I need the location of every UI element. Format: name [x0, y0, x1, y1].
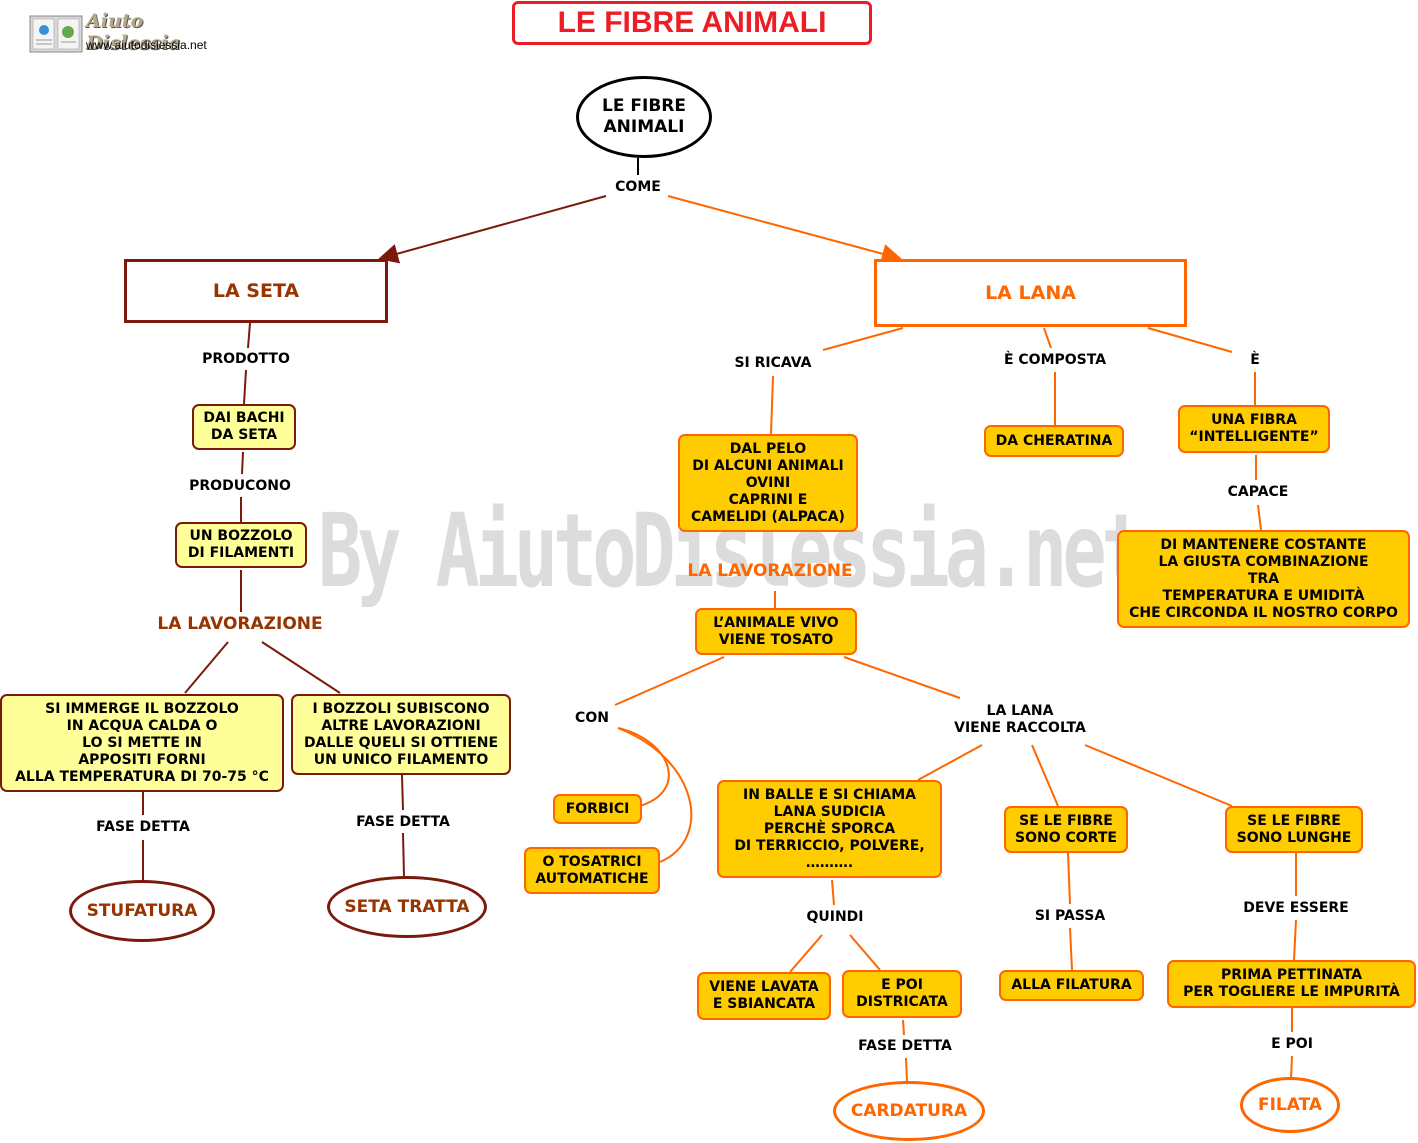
node-cardatura[interactable]: CARDATURA	[833, 1081, 985, 1141]
book-logo-icon	[29, 15, 83, 53]
lana-lavorazione: LA LAVORAZIONE	[687, 561, 853, 581]
seta-title: LA SETA	[212, 279, 300, 302]
link-e-composta: È COMPOSTA	[1003, 352, 1107, 368]
root-node[interactable]: LE FIBRE ANIMALI	[576, 76, 712, 158]
logo[interactable]: Aiuto Dislessia www.aiutodislessia.net	[28, 10, 233, 58]
node-altre-lavorazioni[interactable]: I BOZZOLI SUBISCONO ALTRE LAVORAZIONI DA…	[291, 694, 511, 775]
seta-title-box[interactable]: LA SETA	[124, 259, 388, 323]
node-forbici[interactable]: FORBICI	[553, 794, 642, 824]
link-producono: PRODUCONO	[189, 478, 291, 494]
link-fase-stufatura: FASE DETTA	[96, 819, 190, 835]
node-fibra-intelligente[interactable]: UNA FIBRA “INTELLIGENTE”	[1178, 405, 1330, 453]
node-mantenere[interactable]: DI MANTENERE COSTANTE LA GIUSTA COMBINAZ…	[1117, 530, 1410, 628]
link-e: È	[1250, 352, 1260, 368]
link-fase-cardatura: FASE DETTA	[858, 1038, 952, 1054]
node-cheratina[interactable]: DA CHERATINA	[984, 425, 1124, 457]
node-bozzolo[interactable]: UN BOZZOLO DI FILAMENTI	[175, 522, 307, 568]
node-lavata[interactable]: VIENE LAVATA E SBIANCATA	[697, 972, 831, 1020]
link-si-ricava: SI RICAVA	[734, 355, 812, 371]
logo-url: www.aiutodislessia.net	[86, 38, 207, 52]
node-tosato[interactable]: L’ANIMALE VIVO VIENE TOSATO	[695, 608, 857, 655]
node-districata[interactable]: E POI DISTRICATA	[842, 970, 962, 1018]
lana-title-box[interactable]: LA LANA	[874, 259, 1187, 327]
link-quindi: QUINDI	[806, 909, 864, 925]
node-filata[interactable]: FILATA	[1240, 1077, 1340, 1133]
node-dal-pelo[interactable]: DAL PELO DI ALCUNI ANIMALI OVINI CAPRINI…	[678, 434, 858, 532]
link-e-poi: E POI	[1271, 1036, 1313, 1052]
link-si-passa: SI PASSA	[1034, 908, 1106, 924]
link-prodotto: PRODOTTO	[202, 351, 290, 367]
page-title: LE FIBRE ANIMALI	[557, 6, 827, 39]
node-dai-bachi[interactable]: DAI BACHI DA SETA	[192, 404, 296, 450]
link-deve-essere: DEVE ESSERE	[1243, 900, 1349, 916]
link-fase-seta-tratta: FASE DETTA	[356, 814, 450, 830]
node-fibre-corte[interactable]: SE LE FIBRE SONO CORTE	[1004, 806, 1128, 853]
logo-name: Aiuto Dislessia	[86, 10, 181, 54]
node-tosatrici[interactable]: O TOSATRICI AUTOMATICHE	[524, 847, 660, 894]
link-come: COME	[615, 179, 661, 195]
link-con: CON	[575, 710, 609, 726]
node-stufatura[interactable]: STUFATURA	[69, 880, 215, 942]
node-fibre-lunghe[interactable]: SE LE FIBRE SONO LUNGHE	[1225, 806, 1363, 853]
node-immerge-bozzolo[interactable]: SI IMMERGE IL BOZZOLO IN ACQUA CALDA O L…	[0, 694, 284, 792]
link-raccolta: LA LANA VIENE RACCOLTA	[954, 703, 1086, 736]
lana-title: LA LANA	[985, 281, 1076, 304]
node-pettinata[interactable]: PRIMA PETTINATA PER TOGLIERE LE IMPURITÀ	[1167, 960, 1416, 1008]
node-filatura[interactable]: ALLA FILATURA	[999, 970, 1144, 1001]
seta-lavorazione: LA LAVORAZIONE	[157, 614, 323, 634]
link-capace: CAPACE	[1227, 484, 1289, 500]
node-lana-sudicia[interactable]: IN BALLE E SI CHIAMA LANA SUDICIA PERCHÈ…	[717, 780, 942, 878]
node-seta-tratta[interactable]: SETA TRATTA	[327, 876, 487, 938]
page-title-box: LE FIBRE ANIMALI	[512, 1, 872, 45]
